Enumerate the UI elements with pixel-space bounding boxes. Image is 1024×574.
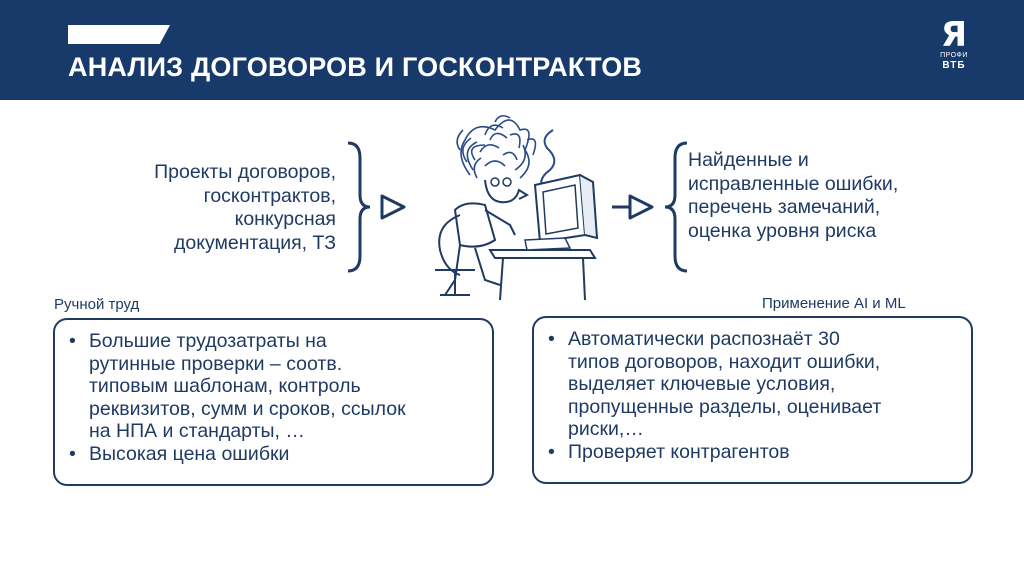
list-item: Проверяет контрагентов: [546, 441, 971, 464]
input-line: документация, ТЗ: [173, 231, 336, 254]
output-line: оценка уровня риска: [688, 219, 877, 242]
input-line: конкурсная: [234, 208, 336, 230]
arrow-right-icon: [612, 194, 654, 220]
logo-line1: ПРОФИ: [940, 52, 968, 59]
list-item: Автоматически распознаёт 30 типов догово…: [546, 328, 971, 441]
ai-ml-box: Автоматически распознаёт 30 типов догово…: [532, 316, 973, 484]
arrow-right-icon: [380, 194, 406, 220]
page-title: АНАЛИЗ ДОГОВОРОВ И ГОСКОНТРАКТОВ: [68, 52, 643, 82]
left-brace-icon: [347, 141, 371, 273]
input-line: госконтрактов,: [203, 184, 336, 207]
logo-line2: ВТБ: [942, 60, 966, 71]
vtb-logo: Я ПРОФИ ВТБ: [934, 18, 974, 71]
output-results-text: Найденные и исправленные ошибки, перечен…: [688, 149, 988, 243]
logo-letter: Я: [940, 15, 968, 55]
output-line: исправленные ошибки,: [688, 172, 899, 195]
header-banner: АНАЛИЗ ДОГОВОРОВ И ГОСКОНТРАКТОВ Я ПРОФИ…: [0, 0, 1024, 100]
manual-work-label: Ручной труд: [54, 296, 140, 313]
right-brace-icon: [664, 141, 688, 273]
input-documents-text: Проекты договоров, госконтрактов, конкур…: [100, 161, 336, 255]
output-line: Найденные и: [688, 149, 809, 171]
output-line: перечень замечаний,: [688, 196, 881, 218]
manual-work-box: Большие трудозатраты на рутинные проверк…: [53, 318, 494, 486]
header-accent-bar: [68, 25, 170, 44]
stressed-worker-at-computer-icon: [435, 114, 599, 301]
input-line: Проекты договоров,: [154, 161, 336, 183]
list-item: Высокая цена ошибки: [67, 443, 492, 466]
list-item: Большие трудозатраты на рутинные проверк…: [67, 330, 492, 443]
ai-ml-label: Применение AI и ML: [762, 295, 906, 312]
